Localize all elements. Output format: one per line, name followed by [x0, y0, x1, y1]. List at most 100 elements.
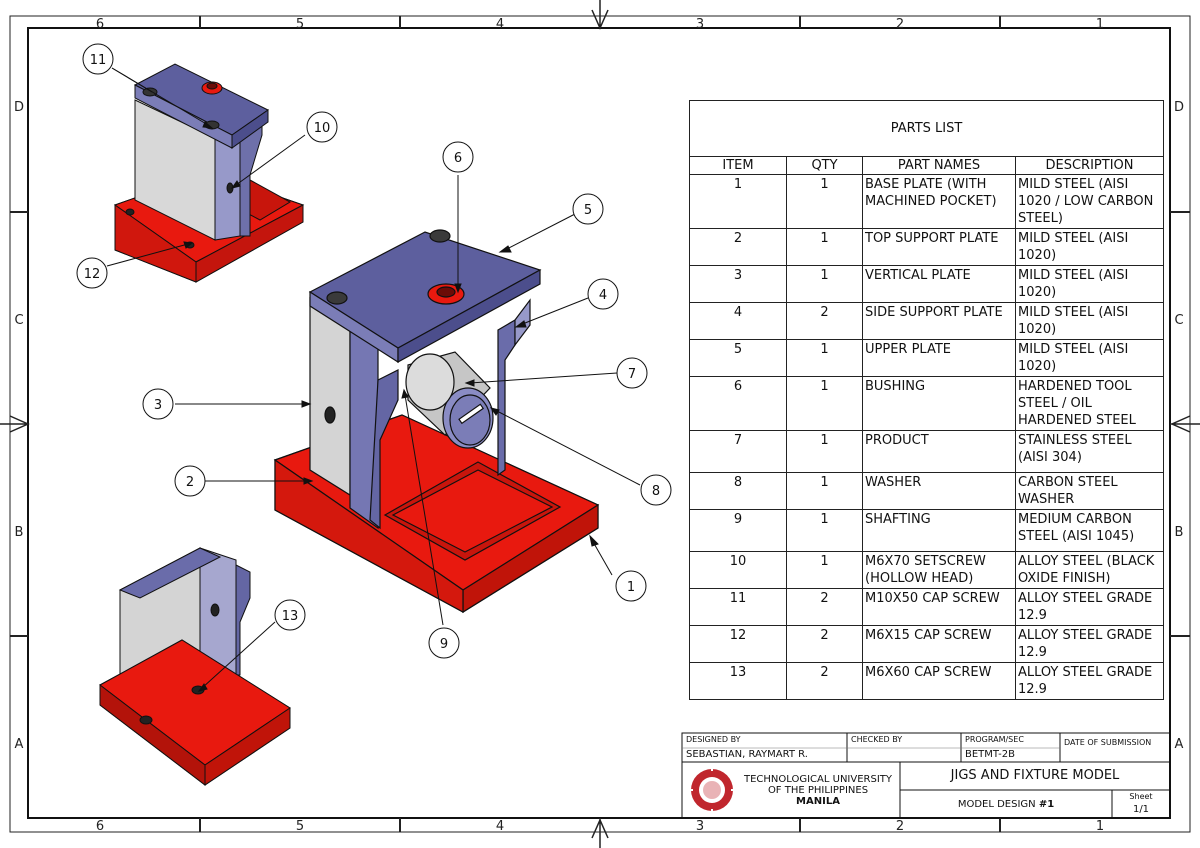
sheet-value: 1/1: [1132, 804, 1150, 815]
zone-col-bottom: 4: [496, 819, 504, 834]
sheet-label: Sheet: [1129, 792, 1153, 801]
balloon-label: 9: [440, 637, 448, 652]
col-header-description: DESCRIPTION: [1015, 156, 1164, 175]
qty-cell: 2: [786, 588, 863, 626]
zone-col-top: 3: [696, 17, 704, 32]
desc-cell: MEDIUM CARBON STEEL (AISI 1045): [1015, 509, 1164, 552]
desc-cell: HARDENED TOOL STEEL / OIL HARDENED STEEL: [1015, 376, 1164, 431]
item-cell: 8: [689, 472, 787, 510]
item-cell: 3: [689, 265, 787, 303]
col-header-qty: QTY: [786, 156, 863, 175]
balloon-label: 11: [90, 53, 107, 68]
balloon-12: [76, 257, 108, 289]
balloon-label: 12: [84, 267, 101, 282]
desc-cell: ALLOY STEEL GRADE 12.9: [1015, 625, 1164, 663]
zone-row-left: D: [14, 100, 24, 115]
qty-cell: 1: [786, 430, 863, 473]
date-of-submission-label: DATE OF SUBMISSION: [1064, 738, 1152, 747]
balloon-9: [428, 627, 460, 659]
desc-cell: MILD STEEL (AISI 1020): [1015, 302, 1164, 340]
zone-col-top: 2: [896, 17, 904, 32]
name-cell: M6X15 CAP SCREW: [862, 625, 1016, 663]
balloon-label: 13: [282, 609, 299, 624]
balloons: [76, 43, 672, 659]
desc-cell: MILD STEEL (AISI 1020): [1015, 228, 1164, 266]
parts-list-title: PARTS LIST: [689, 100, 1164, 157]
balloon-label: 1: [627, 580, 635, 595]
col-header-part-names: PART NAMES: [862, 156, 1016, 175]
parts-list-table: PARTS LIST ITEM QTY PART NAMES DESCRIPTI…: [689, 100, 1164, 700]
item-cell: 5: [689, 339, 787, 377]
balloon-label: 8: [652, 484, 660, 499]
item-cell: 10: [689, 551, 787, 589]
qty-cell: 1: [786, 339, 863, 377]
qty-cell: 1: [786, 174, 863, 229]
item-cell: 9: [689, 509, 787, 552]
balloon-1: [615, 570, 647, 602]
balloon-10: [306, 111, 338, 143]
zone-row-right: B: [1175, 525, 1184, 540]
iso-view-rear: [113, 63, 305, 283]
balloon-label: 6: [454, 151, 462, 166]
item-cell: 12: [689, 625, 787, 663]
desc-cell: ALLOY STEEL GRADE 12.9: [1015, 588, 1164, 626]
model-design-prefix: MODEL DESIGN: [957, 799, 1039, 810]
school-line-1: TECHNOLOGICAL UNIVERSITY: [743, 774, 892, 785]
balloon-label: 3: [154, 398, 162, 413]
zone-row-right: C: [1174, 313, 1183, 328]
name-cell: VERTICAL PLATE: [862, 265, 1016, 303]
name-cell: M6X70 SETSCREW (HOLLOW HEAD): [862, 551, 1016, 589]
zone-col-top: 1: [1096, 17, 1104, 32]
item-cell: 4: [689, 302, 787, 340]
balloon-label: 4: [599, 288, 607, 303]
desc-cell: STAINLESS STEEL (AISI 304): [1015, 430, 1164, 473]
balloon-label: 7: [628, 367, 636, 382]
item-cell: 7: [689, 430, 787, 473]
name-cell: SHAFTING: [862, 509, 1016, 552]
name-cell: SIDE SUPPORT PLATE: [862, 302, 1016, 340]
desc-cell: ALLOY STEEL (BLACK OXIDE FINISH): [1015, 551, 1164, 589]
zone-col-top: 6: [96, 17, 104, 32]
title-block-grid: [681, 732, 1171, 819]
desc-cell: MILD STEEL (AISI 1020): [1015, 339, 1164, 377]
qty-cell: 1: [786, 509, 863, 552]
drawing-title: JIGS AND FIXTURE MODEL: [950, 768, 1120, 783]
balloon-5: [572, 193, 604, 225]
qty-cell: 1: [786, 472, 863, 510]
zone-row-right: D: [1174, 100, 1184, 115]
desc-cell: CARBON STEEL WASHER: [1015, 472, 1164, 510]
qty-cell: 2: [786, 662, 863, 700]
school-name: TECHNOLOGICAL UNIVERSITY OF THE PHILIPPI…: [738, 774, 898, 807]
balloon-8: [640, 474, 672, 506]
tup-logo: [689, 767, 735, 813]
zone-col-bottom: 3: [696, 819, 704, 834]
item-cell: 11: [689, 588, 787, 626]
col-header-item: ITEM: [689, 156, 787, 175]
designed-by-label: DESIGNED BY: [686, 735, 741, 744]
name-cell: WASHER: [862, 472, 1016, 510]
name-cell: M10X50 CAP SCREW: [862, 588, 1016, 626]
qty-cell: 2: [786, 625, 863, 663]
zone-row-left: A: [15, 737, 24, 752]
zone-col-top: 4: [496, 17, 504, 32]
zone-col-bottom: 6: [96, 819, 104, 834]
zone-col-bottom: 2: [896, 819, 904, 834]
item-cell: 13: [689, 662, 787, 700]
zone-col-bottom: 1: [1096, 819, 1104, 834]
leader-lines: [106, 67, 641, 692]
qty-cell: 1: [786, 376, 863, 431]
desc-cell: MILD STEEL (AISI 1020): [1015, 265, 1164, 303]
name-cell: M6X60 CAP SCREW: [862, 662, 1016, 700]
zone-row-left: C: [14, 313, 23, 328]
name-cell: TOP SUPPORT PLATE: [862, 228, 1016, 266]
name-cell: UPPER PLATE: [862, 339, 1016, 377]
balloon-7: [616, 357, 648, 389]
